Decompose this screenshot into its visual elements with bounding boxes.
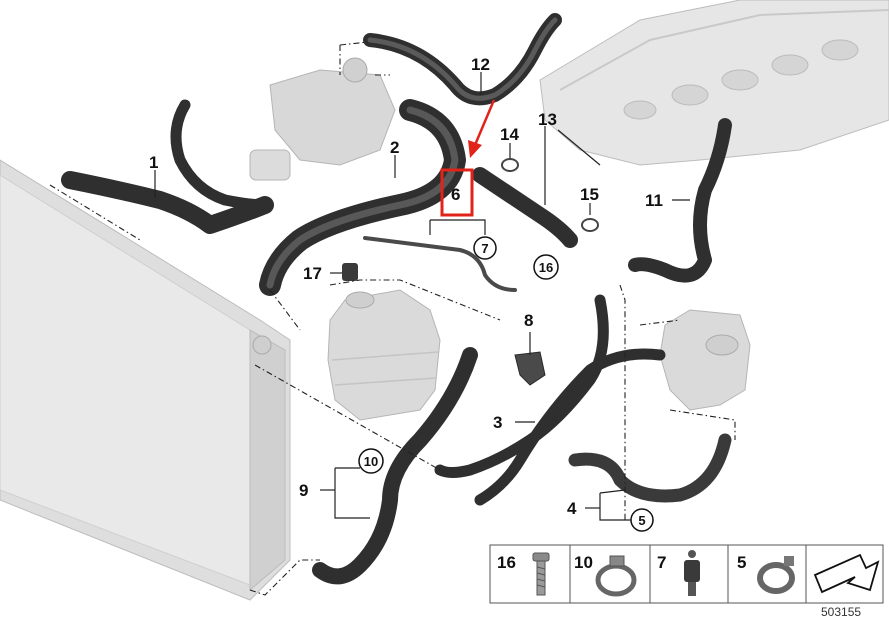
svg-text:7: 7 <box>481 241 488 256</box>
spring-clamp-icon <box>757 556 795 594</box>
callout-2[interactable]: 2 <box>390 138 399 157</box>
clip-icon <box>684 550 700 596</box>
callout-4[interactable]: 4 <box>567 499 577 518</box>
hose-clamp-icon <box>595 555 637 597</box>
callout-17[interactable]: 17 <box>303 264 322 283</box>
bolt-icon <box>532 552 550 596</box>
expansion-tank <box>327 289 441 421</box>
svg-text:7: 7 <box>657 553 666 572</box>
legend-item-5[interactable]: 5 <box>737 553 795 594</box>
engine-block <box>539 0 889 166</box>
water-pump-housing <box>249 57 396 181</box>
callout-9[interactable]: 9 <box>299 481 308 500</box>
legend-item-10[interactable]: 10 <box>574 553 637 597</box>
callout-15[interactable]: 15 <box>580 185 599 204</box>
hose-3 <box>434 294 666 506</box>
hose-1 <box>61 99 274 234</box>
svg-text:16: 16 <box>497 553 516 572</box>
hose-12 <box>363 13 562 106</box>
next-page-arrow-icon[interactable] <box>813 553 880 594</box>
callout-12[interactable]: 12 <box>471 55 490 74</box>
svg-text:10: 10 <box>364 454 378 469</box>
o-ring-15 <box>581 218 599 232</box>
callout-14[interactable]: 14 <box>500 125 519 144</box>
callout-13[interactable]: 13 <box>538 110 557 129</box>
highlight-box-6 <box>440 168 474 217</box>
leader-lines <box>154 72 690 521</box>
bracket-8 <box>514 351 546 386</box>
highlight-arrow <box>468 99 496 158</box>
hose-2 <box>259 99 466 296</box>
callout-11[interactable]: 11 <box>645 191 663 210</box>
sensor-17 <box>342 263 358 281</box>
circled-ref-10[interactable]: 10 <box>358 448 384 474</box>
diagram-id: 503155 <box>821 605 861 619</box>
circled-ref-7[interactable]: 7 <box>473 236 497 260</box>
svg-text:16: 16 <box>539 260 553 275</box>
connection-lines <box>49 41 736 596</box>
hose-4 <box>568 433 732 503</box>
hose-11 <box>628 118 732 283</box>
radiator <box>0 159 291 601</box>
callout-1[interactable]: 1 <box>149 153 158 172</box>
svg-text:5: 5 <box>737 553 746 572</box>
secondary-expansion-tank <box>659 309 751 411</box>
hose-9 <box>312 347 478 585</box>
hose-13 <box>472 167 578 248</box>
legend-item-16[interactable]: 16 <box>497 552 550 596</box>
circled-ref-16[interactable]: 16 <box>533 254 559 280</box>
svg-text:5: 5 <box>638 513 645 528</box>
svg-text:10: 10 <box>574 553 593 572</box>
circled-ref-5[interactable]: 5 <box>630 508 654 532</box>
line-6 <box>363 236 517 292</box>
o-ring-14 <box>501 158 519 172</box>
callout-6[interactable]: 6 <box>451 185 460 204</box>
callout-8[interactable]: 8 <box>524 311 533 330</box>
callout-3[interactable]: 3 <box>493 413 502 432</box>
legend-item-7[interactable]: 7 <box>657 550 700 596</box>
